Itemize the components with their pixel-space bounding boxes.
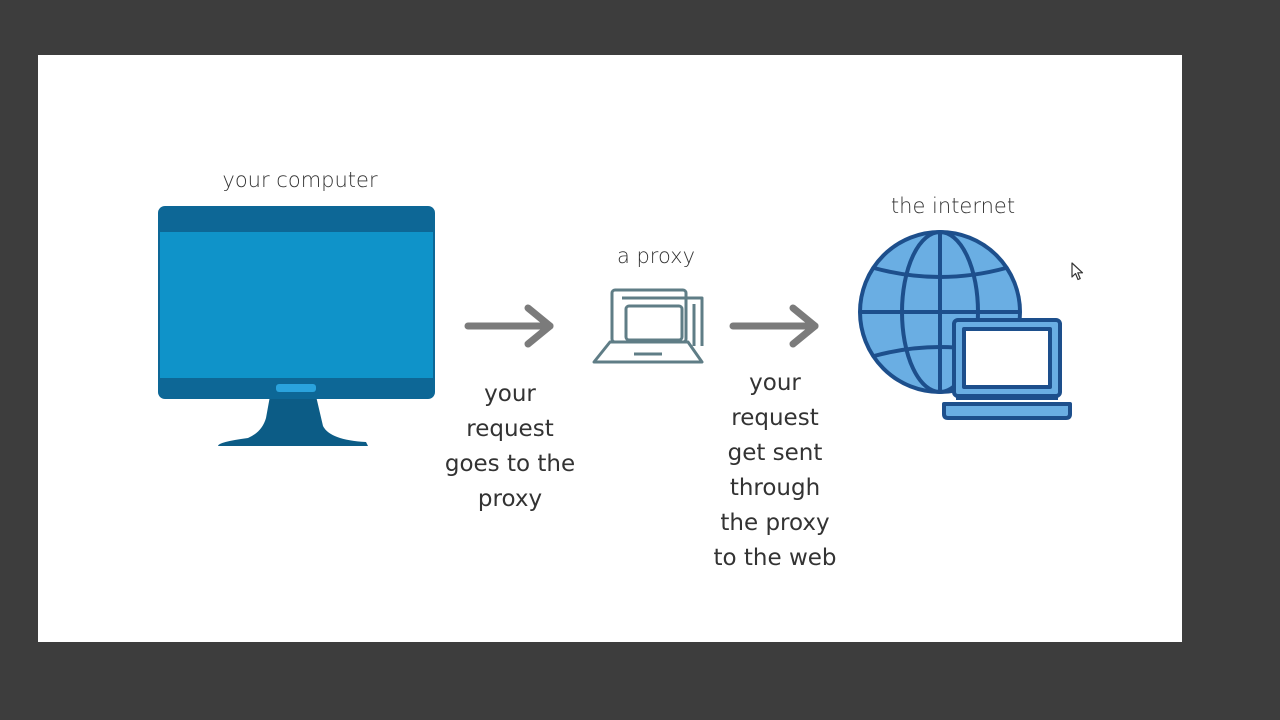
caption-sent-through-proxy: your request get sent through the proxy … xyxy=(695,366,855,576)
internet-label: the internet xyxy=(890,194,1016,218)
caption-line: get sent xyxy=(727,440,823,466)
caption-line: to the web xyxy=(713,545,837,571)
caption-line: request xyxy=(731,405,819,431)
caption-line: through xyxy=(729,475,821,501)
monitor-stand xyxy=(218,396,368,446)
caption-line: your xyxy=(484,381,536,407)
mouse-pointer-icon xyxy=(1071,262,1084,281)
desktop-monitor-icon xyxy=(158,206,435,446)
arrow-to-proxy xyxy=(464,304,554,348)
arrow-to-internet xyxy=(729,304,819,348)
caption-line: goes to the xyxy=(444,451,576,477)
proxy-label: a proxy xyxy=(616,244,696,268)
monitor-button xyxy=(276,384,316,392)
caption-goes-to-proxy: your request goes to the proxy xyxy=(430,377,590,517)
computer-label: your computer xyxy=(222,168,378,192)
stacked-laptops-icon xyxy=(592,288,704,364)
monitor-screen xyxy=(160,232,433,378)
caption-line: your xyxy=(749,370,801,396)
caption-line: proxy xyxy=(477,486,543,512)
globe-with-laptop-icon xyxy=(858,230,1072,420)
caption-line: the proxy xyxy=(720,510,830,536)
caption-line: request xyxy=(466,416,554,442)
